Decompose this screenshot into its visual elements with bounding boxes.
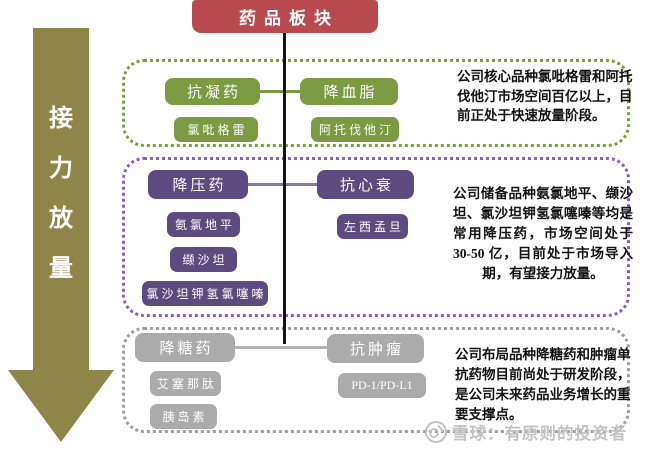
xueqiu-watermark: 雪球：有原则的投资者 bbox=[424, 420, 627, 444]
stage-box-in-research bbox=[122, 327, 630, 433]
connector-anticoagulant-lipid bbox=[260, 90, 300, 93]
stage3-description: 公司布局品种降糖药和肿瘤单抗药物目前尚处于研发阶段，是公司未来药品业务增长的重要… bbox=[455, 347, 631, 422]
arrow-char-2: 力 bbox=[49, 156, 73, 182]
connector-bp-heartfailure bbox=[248, 183, 317, 186]
down-arrow-icon bbox=[8, 28, 114, 442]
node-levosimendan: 左西孟旦 bbox=[337, 214, 408, 239]
node-anti-heart-failure: 抗心衰 bbox=[317, 170, 414, 199]
trunk-line bbox=[283, 33, 286, 344]
node-clopidogrel: 氯吡格雷 bbox=[174, 117, 258, 142]
node-hypoglycemic: 降糖药 bbox=[135, 333, 235, 362]
connector-sugar-tumor bbox=[235, 346, 327, 349]
stage2-description: 公司储备品种氨氯地平、缬沙坦、氯沙坦钾氢氯噻嗪等均是常用降压药，市场空间处于 3… bbox=[453, 186, 633, 281]
node-valsartan: 缬沙坦 bbox=[170, 247, 237, 272]
node-insulin: 胰岛素 bbox=[150, 404, 217, 429]
arrow-char-3: 放 bbox=[49, 206, 73, 232]
root-node-drug-sector: 药品板块 bbox=[192, 0, 378, 33]
arrow-char-1: 接 bbox=[49, 106, 73, 132]
node-anti-tumor: 抗肿瘤 bbox=[327, 334, 424, 363]
node-losartan-hctz: 氯沙坦钾氢氯噻嗪 bbox=[142, 281, 268, 306]
xueqiu-snowball-logo-icon bbox=[425, 421, 447, 443]
node-amlodipine: 氨氯地平 bbox=[167, 212, 240, 237]
node-atorvastatin: 阿托伐他汀 bbox=[311, 117, 399, 142]
node-lipid-lowering: 降血脂 bbox=[300, 78, 398, 105]
stage1-description: 公司核心品种氯吡格雷和阿托伐他汀市场空间百亿以上，目前正处于快速放量阶段。 bbox=[457, 69, 633, 123]
node-antihypertensive: 降压药 bbox=[148, 170, 248, 199]
relay-volume-label: 接 力 放 量 bbox=[8, 94, 114, 294]
node-exenatide: 艾塞那肽 bbox=[150, 371, 221, 396]
node-pd1-pdl1: PD-1/PD-L1 bbox=[338, 373, 426, 398]
stage-box-reserve-pipeline bbox=[122, 157, 630, 317]
node-anticoagulant: 抗凝药 bbox=[165, 78, 260, 105]
root-node-label: 药品板块 bbox=[239, 9, 339, 28]
watermark-text: 雪球：有原则的投资者 bbox=[452, 424, 627, 443]
arrow-char-4: 量 bbox=[49, 256, 73, 282]
stage-box-core-marketed bbox=[122, 59, 630, 147]
